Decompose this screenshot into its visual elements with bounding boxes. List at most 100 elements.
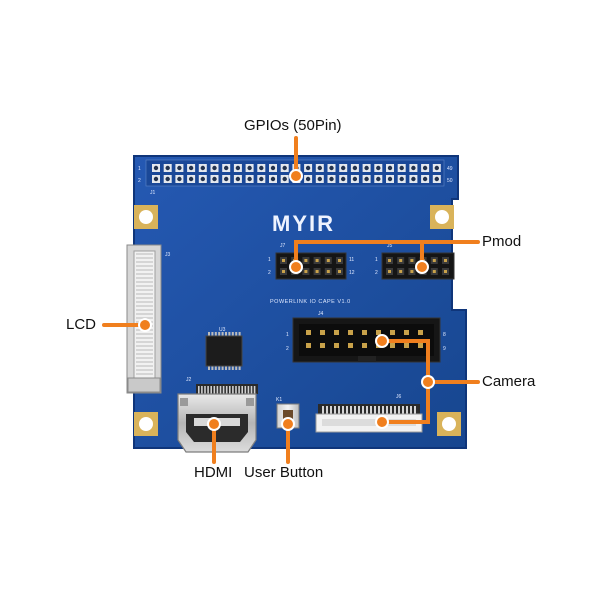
gpio-hole xyxy=(153,165,159,171)
pmod-pin-tip xyxy=(444,270,447,273)
ic-leg xyxy=(228,365,231,370)
gpio-callout-label: GPIOs (50Pin) xyxy=(244,117,342,134)
hdmi-pin xyxy=(229,386,231,394)
gpio-hole xyxy=(434,165,439,171)
hdmi-pin xyxy=(210,386,212,394)
gpio-hole xyxy=(270,176,276,182)
hdmi-pin xyxy=(253,386,256,394)
gpio-hole xyxy=(364,176,369,182)
gpio-hole xyxy=(224,176,229,182)
gpio-hole xyxy=(329,176,334,182)
j4-pin-9-label: 9 xyxy=(443,346,446,352)
gpio-hole xyxy=(153,176,159,182)
hdmi-pin xyxy=(238,386,240,394)
callout-dots xyxy=(138,169,435,431)
gpio-hole xyxy=(352,165,358,171)
ic-leg xyxy=(235,365,238,370)
gpio-hole xyxy=(376,176,381,182)
j4-pin-1-label: 1 xyxy=(286,332,289,338)
fpc-pin xyxy=(386,406,388,414)
gpio-hole xyxy=(387,176,393,182)
gpio-hole xyxy=(399,165,404,171)
camera-pin xyxy=(362,343,367,348)
gpio-hole xyxy=(165,165,170,171)
pmod-pin-tip xyxy=(399,259,403,262)
j7-pin-12-label: 12 xyxy=(349,270,355,276)
gpio-hole xyxy=(270,165,276,171)
gpio-hole xyxy=(317,176,322,182)
ic-leg xyxy=(214,365,217,370)
hdmi-callout-label: HDMI xyxy=(194,464,233,481)
gpio-hole xyxy=(434,176,439,182)
ic-leg xyxy=(211,365,214,370)
fpc-pin xyxy=(330,406,332,414)
hdmi-pin xyxy=(219,386,222,394)
fpc-pin xyxy=(334,406,336,414)
fpc-pin xyxy=(322,406,324,414)
camera-pin xyxy=(418,330,423,335)
fpc-connector-j6 xyxy=(315,404,423,433)
fpc-pin xyxy=(342,406,344,414)
pmod-pin-tip xyxy=(399,270,403,273)
pmod-pin-tip xyxy=(315,259,319,262)
gpio-hole xyxy=(165,176,170,182)
pmod-pin-tip xyxy=(444,259,447,262)
gpio-hole xyxy=(387,165,393,171)
pmod-pin-tip xyxy=(338,270,341,273)
pmod-pin-tip xyxy=(326,270,330,273)
ic-leg xyxy=(214,332,217,337)
callout-lines xyxy=(102,136,480,464)
fpc-pin xyxy=(346,406,348,414)
ic-leg xyxy=(225,332,227,337)
pmod-pin-tip xyxy=(388,259,391,262)
gpio-hole xyxy=(422,176,428,182)
gpio-hole xyxy=(188,165,194,171)
camera-pin xyxy=(404,343,409,348)
ic-leg xyxy=(228,332,231,337)
j7-label: J7 xyxy=(280,243,286,249)
hdmi-pin xyxy=(241,386,243,394)
gpio-hole xyxy=(200,176,205,182)
gpio-hole xyxy=(411,165,416,171)
pmod-pin-tip xyxy=(304,259,308,262)
hdmi-pin xyxy=(198,386,200,394)
j4-label: J4 xyxy=(318,311,324,317)
pmod-pin-tip xyxy=(338,259,341,262)
gpio-hole xyxy=(329,165,334,171)
gpio-hole xyxy=(376,165,381,171)
gpio-hole xyxy=(177,165,182,171)
lcd-callout-label: LCD xyxy=(66,316,97,333)
ic-leg xyxy=(218,365,221,370)
gpio-hole xyxy=(341,176,346,182)
j6-label: J6 xyxy=(396,394,402,400)
fpc-pin xyxy=(410,406,412,414)
j5-label: J5 xyxy=(387,243,393,249)
camera-pin xyxy=(320,330,325,335)
j7-pin-2-label: 2 xyxy=(268,270,271,276)
camera-header-j4 xyxy=(292,317,441,363)
j4-pin-8-label: 8 xyxy=(443,332,446,338)
gpio-hole xyxy=(422,165,428,171)
camera-pin xyxy=(348,330,353,335)
camera-pin xyxy=(334,330,339,335)
camera-pin xyxy=(390,330,395,335)
pmod-pin-tip xyxy=(432,259,436,262)
gpio-hole xyxy=(212,176,217,182)
camera-pin xyxy=(334,343,339,348)
gpio-hole xyxy=(235,176,241,182)
fpc-pin xyxy=(358,406,360,414)
gpio-pin-1-label: 1 xyxy=(138,166,141,172)
fpc-pin xyxy=(326,406,328,414)
gpio-hole xyxy=(305,176,311,182)
ic-leg xyxy=(238,332,241,337)
gpio-hole xyxy=(200,165,205,171)
camera-pin xyxy=(404,330,409,335)
gpio-hole xyxy=(352,176,358,182)
gpio-hole xyxy=(411,176,416,182)
fpc-pin xyxy=(370,406,372,414)
j1-label: J1 xyxy=(150,190,156,196)
hdmi-pin xyxy=(235,386,237,394)
ic-leg xyxy=(235,332,238,337)
gpio-hole xyxy=(399,176,404,182)
camera-callout-label: Camera xyxy=(482,373,536,390)
